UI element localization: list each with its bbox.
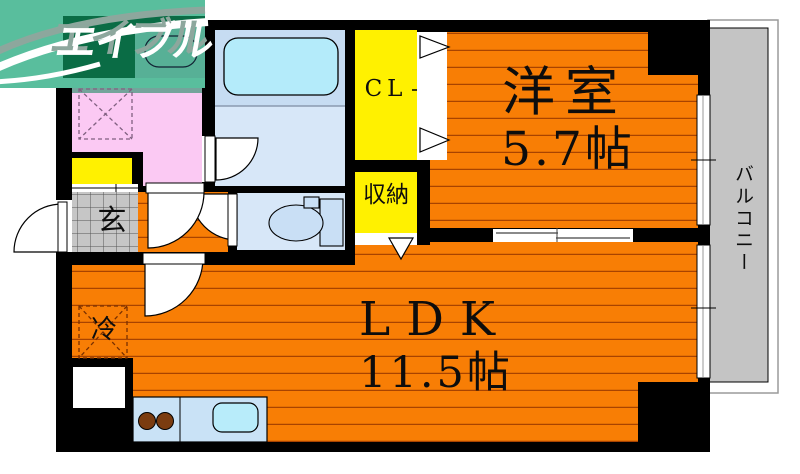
brand-logo — [0, 0, 209, 88]
burner — [156, 412, 174, 430]
storage-label: 収納 — [363, 182, 409, 208]
logo-swoosh-white — [0, 18, 209, 71]
pipe-space — [56, 358, 133, 452]
western-room-size: 5.7帖 — [501, 122, 635, 177]
ldk-room — [72, 242, 698, 442]
storage — [355, 172, 417, 233]
ldk-door — [142, 252, 206, 317]
washing-machine-space — [78, 88, 133, 140]
burner — [138, 412, 156, 430]
window-ldk — [691, 244, 716, 379]
pillar-bottom-right — [638, 382, 710, 452]
sliding-door — [493, 228, 633, 242]
fridge-label: 冷 — [90, 315, 117, 345]
pillar-top-right — [648, 20, 710, 75]
washroom-door — [145, 182, 205, 249]
closet-label: CL — [364, 76, 408, 102]
balcony-label: バルコニー — [732, 164, 754, 274]
logo-swoosh-gray — [0, 6, 206, 55]
entrance-door — [13, 200, 72, 253]
window-western-room — [691, 94, 716, 226]
sink — [212, 402, 259, 433]
entrance-label: 玄 — [97, 203, 127, 237]
western-room-label: 洋室 — [502, 62, 628, 123]
bathroom-door — [202, 135, 259, 183]
ldk-size: 11.5帖 — [359, 348, 513, 398]
storage-door — [355, 233, 417, 261]
balcony — [707, 19, 779, 394]
ldk-label: LDK — [358, 292, 511, 347]
closet-door — [417, 32, 451, 160]
bathroom — [202, 30, 345, 186]
kitchen-counter — [132, 396, 268, 443]
shoe-cabinet — [72, 158, 138, 192]
fridge-space — [78, 305, 128, 359]
logo-text: エイブル — [51, 18, 217, 66]
bathtub — [223, 37, 339, 96]
entrance-area — [72, 192, 138, 253]
toilet — [268, 196, 344, 247]
